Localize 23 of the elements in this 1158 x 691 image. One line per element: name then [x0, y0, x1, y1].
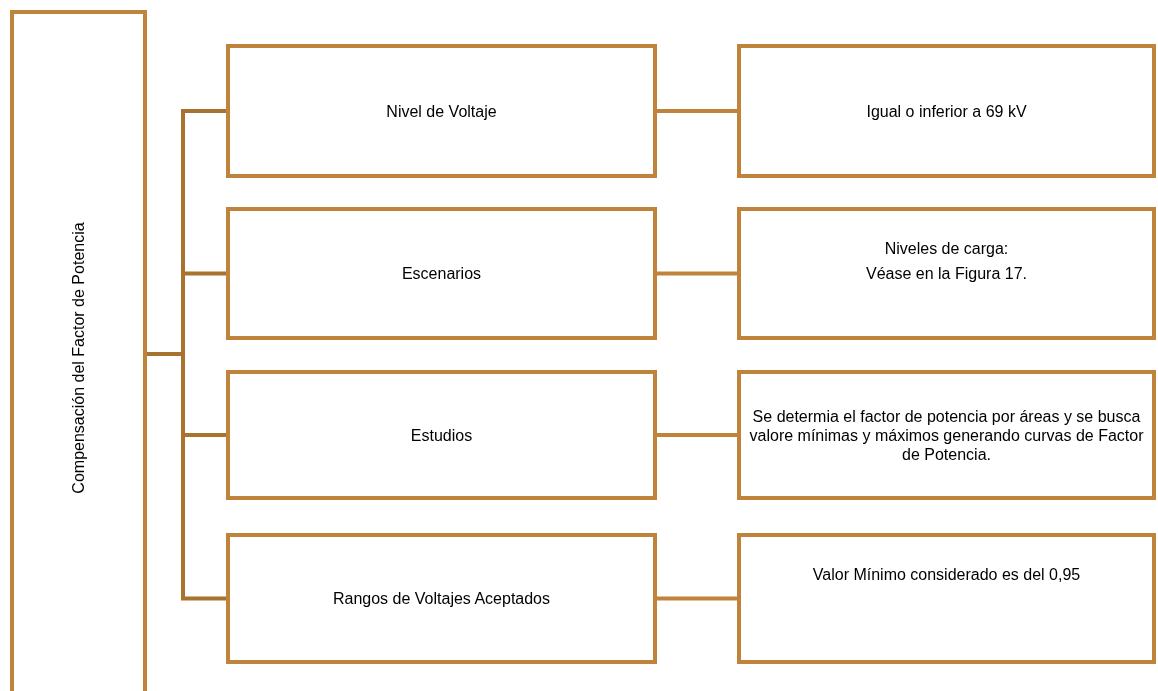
text-box — [737, 44, 1156, 178]
connector-line — [657, 433, 737, 437]
vertical-title: Compensación del Factor de Potencia — [68, 222, 88, 494]
text-box — [226, 370, 657, 500]
text-box — [737, 533, 1156, 664]
box-text: Niveles de carga: — [884, 239, 1009, 258]
text-box — [226, 533, 657, 664]
root-box — [10, 10, 147, 691]
text-box — [737, 370, 1156, 500]
connector-line — [657, 271, 737, 276]
text-box — [226, 44, 657, 178]
box-text: Igual o inferior a 69 kV — [866, 101, 1027, 121]
box-text: Rangos de Voltajes Aceptados — [332, 589, 550, 608]
text-box — [226, 207, 657, 340]
text-box — [737, 207, 1156, 340]
connector-line — [657, 109, 737, 113]
connector-line — [657, 596, 737, 601]
box-text: Nivel de Voltaje — [386, 101, 497, 121]
box-text: Valor Mínimo considerado es del 0,95 — [812, 565, 1081, 584]
box-text: Escenarios — [401, 264, 482, 283]
box-text: Véase en la Figura 17. — [866, 264, 1027, 283]
box-text: Se determia el factor de potencia por áreas y se busca valore mínimas y máximos generando curvas de Factor de Potencia. — [748, 406, 1145, 464]
box-text: Estudios — [410, 425, 473, 445]
